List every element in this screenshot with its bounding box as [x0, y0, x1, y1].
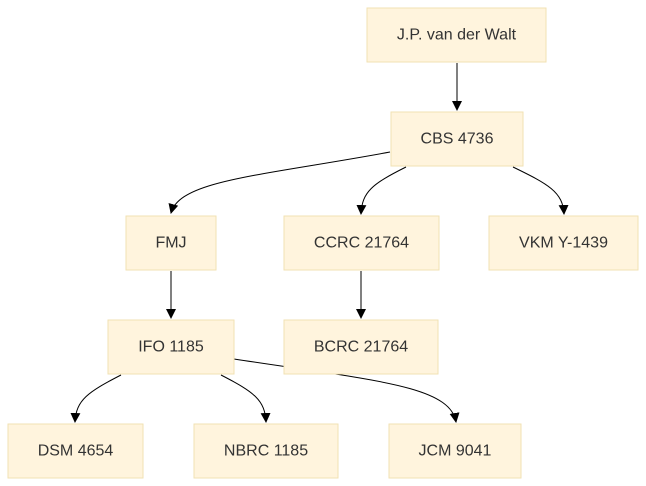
node-label: IFO 1185: [138, 339, 204, 356]
node-bcrc-21764: BCRC 21764: [283, 319, 439, 375]
edges: [70, 63, 569, 423]
node-label: CBS 4736: [421, 131, 494, 148]
node-label: CCRC 21764: [314, 235, 409, 252]
node-vkm-y-1439: VKM Y-1439: [488, 215, 639, 271]
node-nbrc-1185: NBRC 1185: [193, 423, 339, 479]
node-label: VKM Y-1439: [519, 235, 608, 252]
node-label: NBRC 1185: [224, 443, 308, 460]
edge-cbs-to-fmj: [168, 151, 391, 214]
edge-cbs-to-ccrc: [356, 166, 407, 215]
node-jp-van-der-walt: J.P. van der Walt: [366, 7, 547, 63]
node-label: J.P. van der Walt: [397, 27, 517, 44]
edge-ifo-to-jcm: [233, 358, 460, 423]
node-ifo-1185: IFO 1185: [107, 319, 235, 375]
node-label: FMJ: [155, 235, 186, 252]
node-label: DSM 4654: [38, 443, 114, 460]
node-label: BCRC 21764: [314, 339, 408, 356]
node-label: JCM 9041: [419, 443, 492, 460]
edge-ifo-to-dsm: [70, 374, 122, 423]
node-fmj: FMJ: [125, 215, 217, 271]
edge-cbs-to-vkm: [512, 166, 569, 215]
node-dsm-4654: DSM 4654: [7, 423, 144, 479]
node-cbs-4736: CBS 4736: [390, 111, 524, 167]
node-jcm-9041: JCM 9041: [388, 423, 522, 479]
edge-ifo-to-nbrc: [220, 374, 271, 423]
node-ccrc-21764: CCRC 21764: [283, 215, 440, 271]
